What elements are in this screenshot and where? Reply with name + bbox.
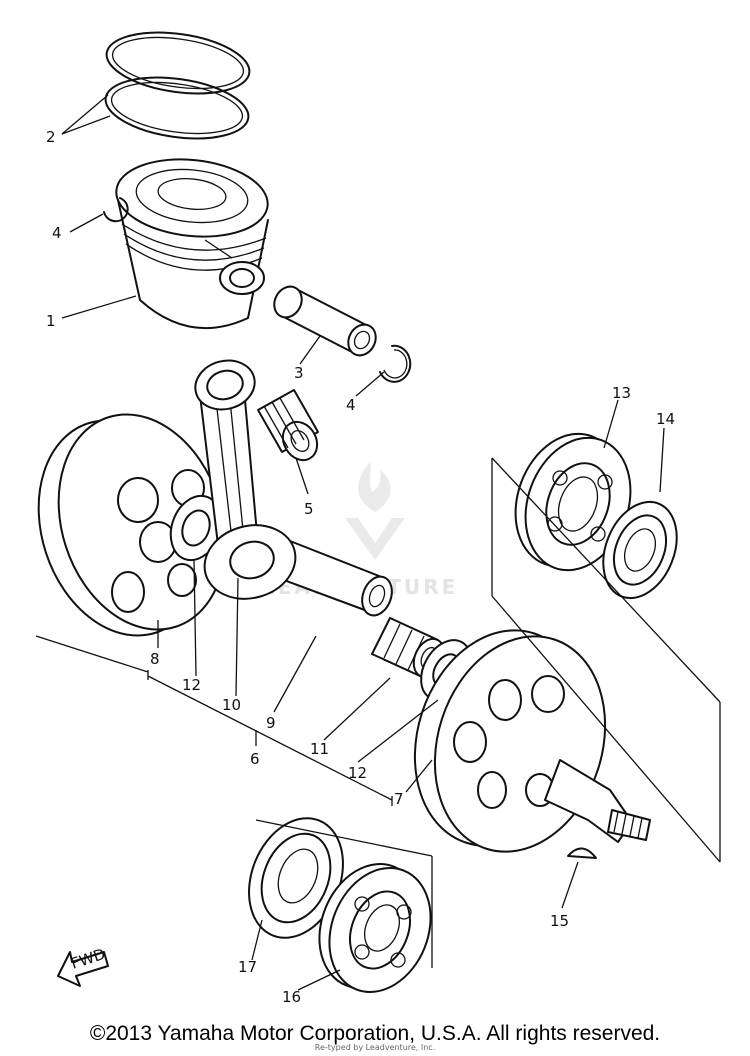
callout-labels: 2 4 1 3 4 5 8 12 10 9 6 11 12 7 13 14 15…: [46, 128, 675, 1006]
callout-3: 3: [294, 364, 304, 382]
callout-16: 16: [282, 988, 301, 1006]
callout-2: 2: [46, 128, 56, 146]
group-bracket-crankshaft: [35, 635, 393, 806]
part-5-small-end-bearing: [257, 389, 319, 462]
part-17-oil-seal-lower: [248, 817, 344, 939]
callout-14: 14: [656, 410, 675, 428]
watermark-credit: Re-typed by Leadventure, Inc.: [314, 1043, 436, 1052]
group-bracket-right-bearing: [491, 457, 721, 863]
callout-7: 7: [394, 790, 404, 808]
part-10-connecting-rod: [194, 359, 297, 600]
leader-lines: [61, 94, 665, 991]
callout-4-upper: 4: [52, 224, 62, 242]
part-4-clip-lower: [379, 344, 412, 383]
callout-17: 17: [238, 958, 257, 976]
callout-8: 8: [150, 650, 160, 668]
callout-13: 13: [612, 384, 631, 402]
callout-5: 5: [304, 500, 314, 518]
part-1-piston: [115, 158, 269, 329]
group-bracket-lower-bearing: [255, 819, 433, 968]
part-8-crank-wheel-left: [37, 413, 227, 637]
callout-6: 6: [250, 750, 260, 768]
callout-12-right: 12: [348, 764, 367, 782]
fwd-arrow-icon: FWD: [57, 945, 109, 987]
callout-10: 10: [222, 696, 241, 714]
callout-4-lower: 4: [346, 396, 356, 414]
callout-11: 11: [310, 740, 329, 758]
callout-12-left: 12: [182, 676, 201, 694]
part-3-piston-pin: [273, 285, 377, 357]
part-15-woodruff-key: [567, 847, 597, 859]
part-16-bearing-lower: [318, 862, 432, 994]
copyright-notice: ©2013 Yamaha Motor Corporation, U.S.A. A…: [89, 1022, 661, 1045]
part-12-washer-left: [169, 494, 223, 562]
part-4-clip-upper: [103, 197, 129, 223]
part-13-bearing-right: [514, 432, 632, 572]
part-2-piston-rings: [104, 31, 251, 140]
callout-15: 15: [550, 912, 569, 930]
callout-9: 9: [266, 714, 276, 732]
part-7-crank-wheel-right: [413, 629, 651, 853]
callout-1: 1: [46, 312, 56, 330]
